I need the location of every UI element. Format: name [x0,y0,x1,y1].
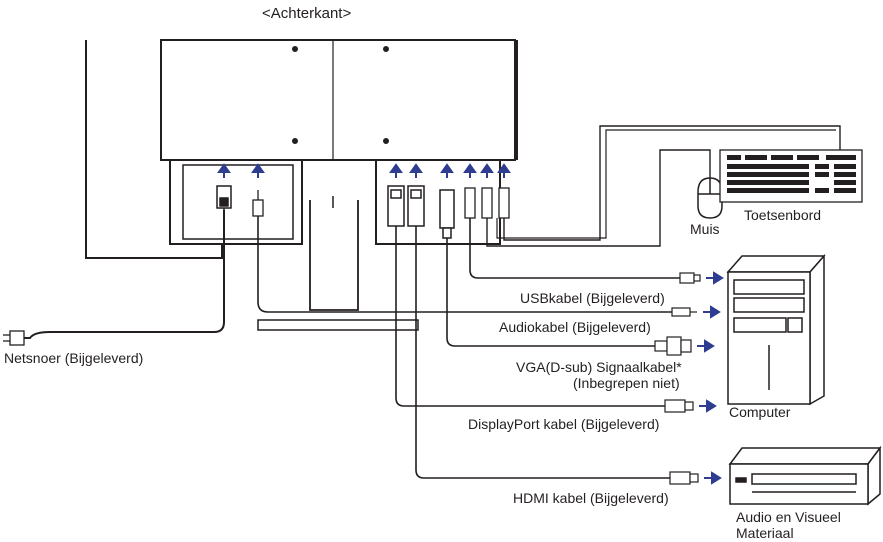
usb-plug-icon [464,187,510,219]
keyboard-icon [719,149,863,203]
mouse-cable [486,149,711,247]
netsnoer-plug-icon [3,330,25,346]
usb-end-icon [679,272,701,284]
diagram-title: <Achterkant> [262,5,352,22]
power-cable [22,210,225,339]
hdmi-end-icon [669,471,699,485]
vga-plug-icon [439,189,455,239]
vga-end-icon [654,336,692,356]
displayport-plug-icon [387,185,405,227]
label-hdmi: HDMI kabel (Bijgeleverd) [513,490,669,506]
computer-tower-icon [726,254,826,406]
usb-cable [469,218,680,279]
hdmi-plug-icon [407,185,425,227]
screw-holes [292,46,389,144]
av-device-icon [728,445,882,506]
displayport-cable [395,226,665,407]
keyboard-cable [503,125,841,241]
audio-plug-icon [252,190,264,217]
device-arrows [697,271,724,485]
label-usb: USBkabel (Bijgeleverd) [520,290,665,306]
hdmi-cable [415,226,670,479]
audio-jack-end-icon [671,307,697,317]
label-audio: Audiokabel (Bijgeleverd) [499,319,651,335]
port-arrows [217,163,511,178]
audio-cable [257,216,685,313]
label-av-line1: Audio en Visueel [736,509,841,525]
mouse-icon [697,177,723,219]
displayport-end-icon [664,399,694,413]
label-displayport: DisplayPort kabel (Bijgeleverd) [468,416,660,432]
label-toetsenbord: Toetsenbord [744,207,822,223]
monitor-back [85,39,518,331]
label-vga-line2: (Inbegrepen niet) [573,375,680,391]
label-netsnoer: Netsnoer (Bijgeleverd) [4,350,144,366]
label-computer: Computer [729,404,791,420]
label-vga-line1: VGA(D-sub) Signaalkabel* [516,359,682,375]
vga-cable [446,238,655,347]
label-muis: Muis [690,221,720,237]
label-av-line2: Materiaal [736,525,794,541]
